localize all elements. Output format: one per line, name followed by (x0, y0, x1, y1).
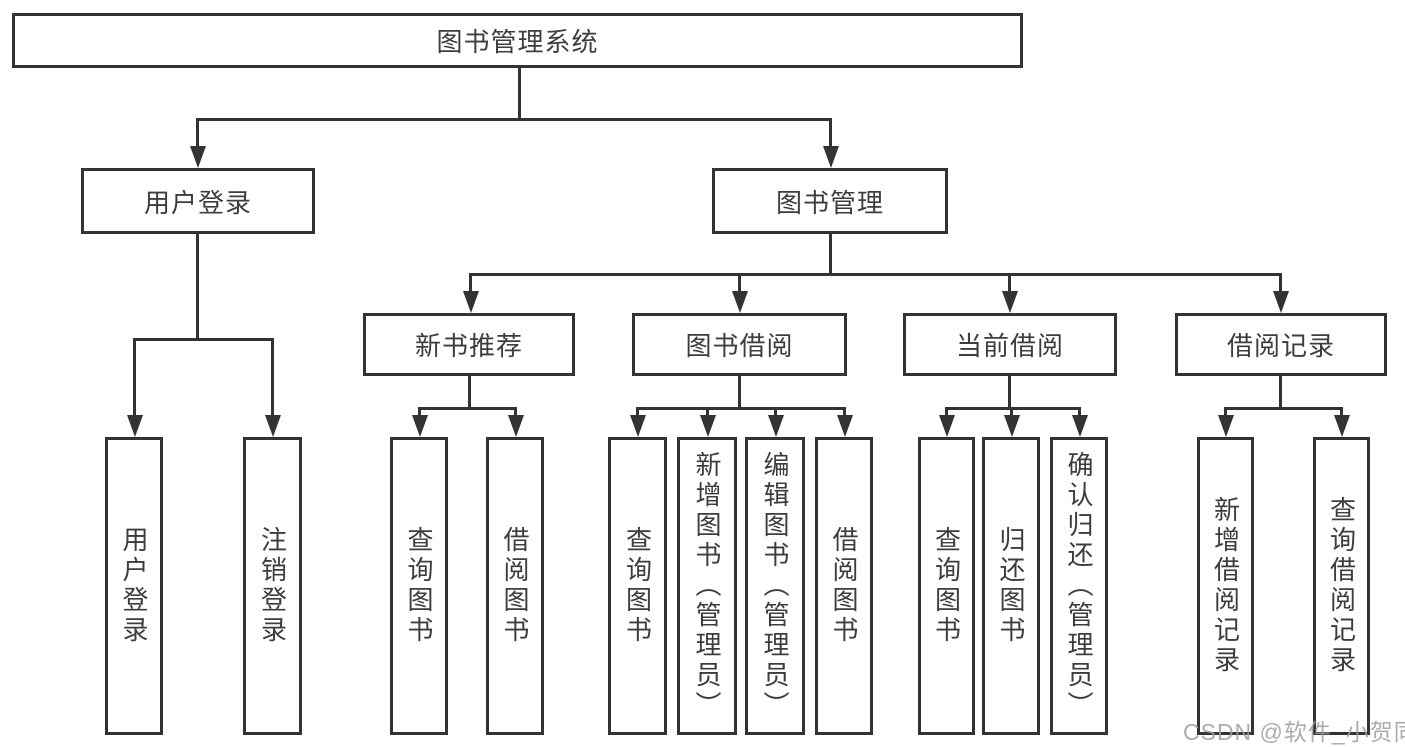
node-borrowing-records: 借阅记录 (1175, 313, 1387, 376)
connector-borrow-records-stem (1279, 376, 1282, 407)
csdn-watermark: CSDN @软件_小贺同学 (1183, 719, 1405, 745)
arrow-to-bb-edit-books (774, 407, 777, 415)
leaf-nb-borrow-books: 借阅图书 (486, 437, 544, 735)
node-library-system: 图书管理系统 (12, 13, 1023, 68)
arrow-to-cb-confirm-return (1078, 407, 1081, 415)
node-user-login: 用户登录 (81, 168, 315, 234)
arrow-to-bb-borrow-books (843, 407, 846, 415)
leaf-user-login: 用户登录 (105, 437, 163, 735)
leaf-nb-query-books: 查询图书 (390, 437, 448, 735)
node-current-borrowing: 当前借阅 (903, 313, 1117, 376)
arrow-to-bb-query-books (636, 407, 639, 415)
leaf-logout: 注销登录 (243, 437, 302, 735)
arrow-to-nb-query-books (418, 407, 421, 415)
connector-current-borrow-hline (945, 407, 1081, 410)
arrow-to-borrowing-records (1279, 273, 1282, 291)
connector-book-borrow-hline (636, 407, 846, 410)
connector-new-book-stem (468, 376, 471, 407)
connector-book-mgmt-hline (469, 273, 1282, 276)
connector-user-login-hline (133, 338, 274, 341)
connector-user-login-stem (196, 234, 199, 338)
node-book-management: 图书管理 (712, 168, 948, 234)
arrow-to-leaf-user-login (133, 338, 136, 415)
arrow-to-br-add-record (1224, 407, 1227, 415)
connector-root-stem (518, 68, 521, 118)
arrow-to-cb-query-books (945, 407, 948, 415)
connector-new-book-hline (418, 407, 517, 410)
arrow-to-current-borrowing (1008, 273, 1011, 291)
connector-book-borrow-stem (738, 376, 741, 407)
connector-borrow-records-hline (1224, 407, 1343, 410)
leaf-br-query-record: 查询借阅记录 (1313, 437, 1370, 735)
arrow-to-nb-borrow-books (514, 407, 517, 415)
leaf-bb-query-books: 查询图书 (608, 437, 667, 735)
arrow-to-bb-add-books (706, 407, 709, 415)
leaf-bb-add-books-admin: 新增图书（管理员） (677, 437, 737, 735)
leaf-br-add-record: 新增借阅记录 (1197, 437, 1254, 735)
leaf-bb-edit-books-admin: 编辑图书（管理员） (745, 437, 805, 735)
arrow-to-book-management (829, 118, 832, 146)
connector-current-borrow-stem (1008, 376, 1011, 407)
node-book-borrowing: 图书借阅 (632, 313, 847, 376)
arrow-to-br-query-record (1340, 407, 1343, 415)
leaf-cb-confirm-return-admin: 确认归还（管理员） (1050, 437, 1108, 735)
arrow-to-cb-return-books (1010, 407, 1013, 415)
connector-root-hline (196, 118, 832, 121)
leaf-bb-borrow-books: 借阅图书 (815, 437, 873, 735)
arrow-to-leaf-logout (271, 338, 274, 415)
arrow-to-book-borrowing (738, 273, 741, 291)
leaf-cb-query-books: 查询图书 (918, 437, 975, 735)
leaf-cb-return-books: 归还图书 (982, 437, 1040, 735)
node-new-book-recommend: 新书推荐 (363, 313, 575, 376)
arrow-to-new-book-recommend (469, 273, 472, 291)
connector-book-mgmt-stem (829, 234, 832, 273)
arrow-to-user-login (196, 118, 199, 146)
